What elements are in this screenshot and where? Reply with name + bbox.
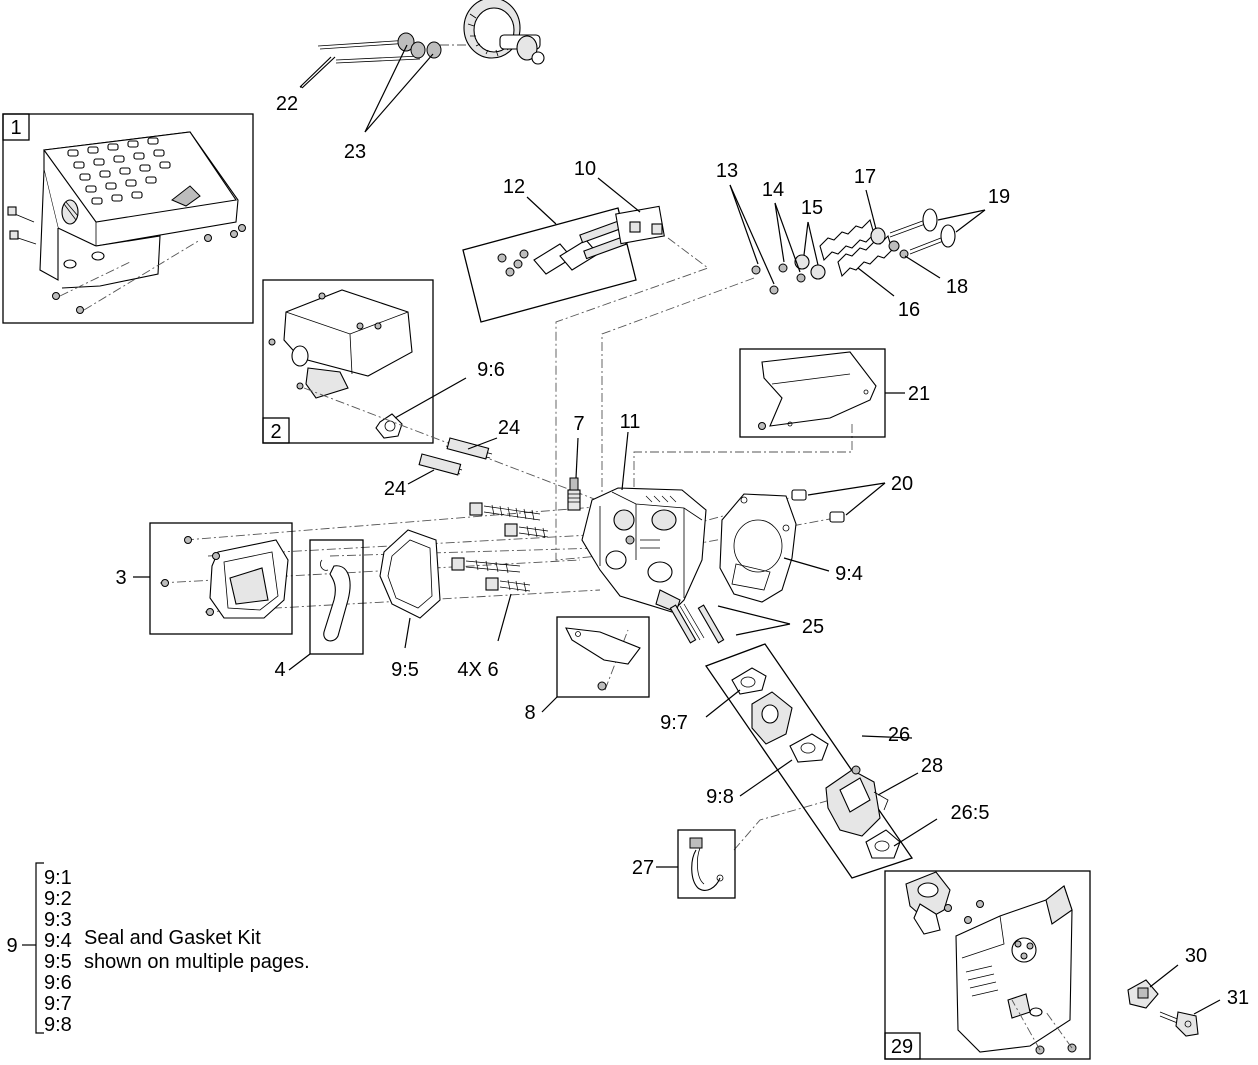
kit-item-9-5: 9:5 (44, 951, 72, 973)
callout-8: 8 (524, 702, 535, 724)
callout-9-7: 9:7 (660, 712, 688, 734)
box-29-control-panel: 29 (884, 870, 1091, 1060)
callout-23: 23 (344, 141, 366, 163)
intake-studs (669, 603, 725, 644)
kit-number: 9 (6, 935, 17, 957)
callout-16: 16 (898, 299, 920, 321)
callout-26: 26 (888, 724, 910, 746)
head-gasket (719, 493, 797, 603)
box-21-deflector (739, 348, 886, 438)
box-26-carburetor (704, 643, 914, 879)
vent-holes (67, 137, 171, 205)
box-1-heat-shield: 1 (2, 113, 254, 324)
callout-13: 13 (716, 160, 738, 182)
kit-note-line-2: shown on multiple pages. (84, 951, 310, 973)
box-3-valve-cover (149, 522, 293, 635)
callout-24-lower: 24 (384, 478, 406, 500)
valve-cover-gasket (379, 529, 441, 619)
callout-9-4: 9:4 (835, 563, 863, 585)
box-1-screws (7, 206, 246, 314)
head-bolts (451, 502, 549, 593)
box-27-fuel-line (677, 829, 736, 899)
callout-2: 2 (270, 421, 281, 443)
kit-item-9-3: 9:3 (44, 909, 72, 931)
callout-7: 7 (573, 413, 584, 435)
callout-29: 29 (891, 1036, 913, 1058)
ignition-key (1159, 1011, 1199, 1037)
callout-28: 28 (921, 755, 943, 777)
callout-21: 21 (908, 383, 930, 405)
push-rods (317, 32, 442, 64)
callout-20: 20 (891, 473, 913, 495)
callout-4: 4 (274, 659, 285, 681)
callout-22: 22 (276, 93, 298, 115)
cylinder-head (581, 487, 707, 613)
rocker-arm-group (462, 205, 665, 323)
callout-30: 30 (1185, 945, 1207, 967)
callout-9-6: 9:6 (477, 359, 505, 381)
kit-note-line-1: Seal and Gasket Kit (84, 927, 261, 949)
callout-3: 3 (115, 567, 126, 589)
callout-1: 1 (10, 117, 21, 139)
camshaft-assembly (440, 0, 545, 65)
callout-19: 19 (988, 186, 1010, 208)
kit-item-9-6: 9:6 (44, 972, 72, 994)
callout-25: 25 (802, 616, 824, 638)
callout-9-8: 9:8 (706, 786, 734, 808)
callout-26-5: 26:5 (951, 802, 990, 824)
kit-item-9-8: 9:8 (44, 1014, 72, 1036)
box-2-muffler: 2 (262, 279, 611, 506)
valve-train (751, 208, 956, 295)
kit-item-9-7: 9:7 (44, 993, 72, 1015)
callout-18: 18 (946, 276, 968, 298)
callout-11: 11 (620, 411, 641, 433)
callout-4x6: 4X 6 (457, 659, 498, 681)
callout-17: 17 (854, 166, 876, 188)
callout-27: 27 (632, 857, 654, 879)
spark-plug (567, 477, 581, 511)
kit-item-9-2: 9:2 (44, 888, 72, 910)
callout-31: 31 (1227, 987, 1249, 1009)
callout-14: 14 (762, 179, 784, 201)
kit-legend: 9 9:1 9:2 9:3 9:4 9:5 9:6 9:7 9:8 Seal a… (6, 862, 310, 1036)
callout-10: 10 (574, 158, 596, 180)
box-8-bracket (556, 616, 650, 698)
callout-15: 15 (801, 197, 823, 219)
callout-9-5: 9:5 (391, 659, 419, 681)
kit-item-9-4: 9:4 (44, 930, 72, 952)
callout-24-upper: 24 (498, 417, 520, 439)
kit-item-9-1: 9:1 (44, 867, 72, 889)
dowel-pins (791, 489, 845, 523)
callout-12: 12 (503, 176, 525, 198)
box-4-breather-hose (309, 539, 364, 655)
